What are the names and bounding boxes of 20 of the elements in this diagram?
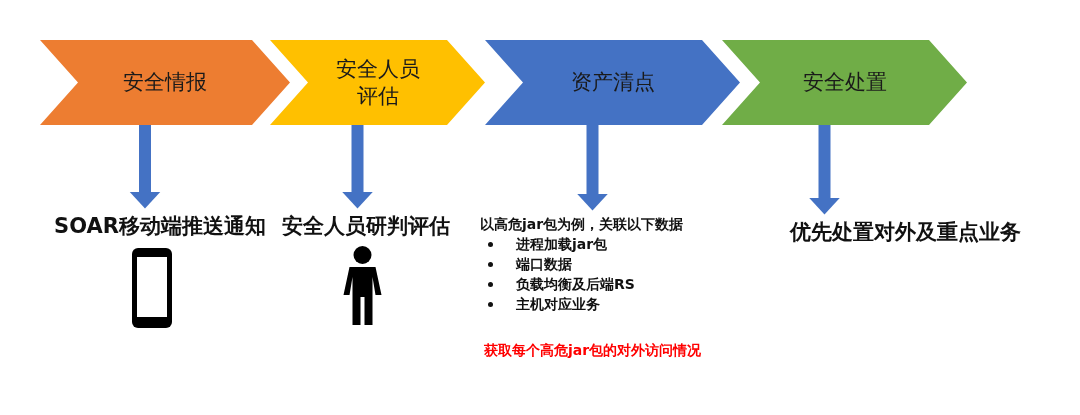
chevron-step (722, 40, 967, 125)
step-label: 安全情报 (122, 69, 208, 96)
chevron-step (270, 40, 485, 125)
chevron-step (40, 40, 290, 125)
down-arrow (341, 125, 374, 209)
step-label: 安全处置 (801, 69, 888, 96)
step-label: 安全人员评估 (334, 56, 421, 109)
down-arrow (808, 125, 841, 215)
note-text: 获取每个高危jar包的对外访问情况 (484, 342, 702, 360)
bullet-item: 进程加载jar包 (480, 234, 760, 254)
chevron-step (485, 40, 740, 125)
list-heading: 以高危jar包为例，关联以下数据 (480, 215, 685, 234)
bullet-item: 主机对应业务 (480, 294, 760, 314)
step-action-text: 安全人员研判评估 (268, 212, 463, 242)
down-arrow (576, 125, 609, 211)
down-arrow (129, 125, 161, 209)
bullet-item: 负载均衡及后端RS (480, 274, 760, 294)
bullet-item: 端口数据 (480, 254, 760, 274)
step-action-text: 优先处置对外及重点业务 (775, 218, 1035, 248)
step-label: 资产清点 (569, 69, 656, 96)
